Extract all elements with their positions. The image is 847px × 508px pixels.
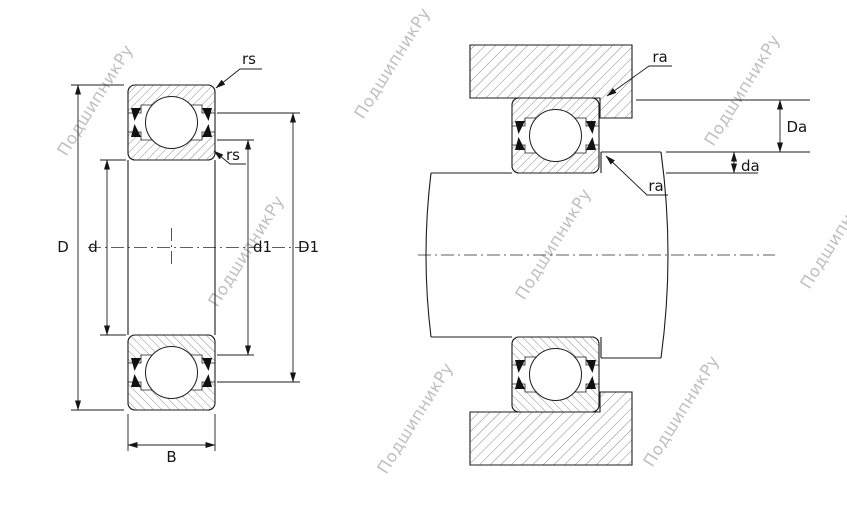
callout-rs-top: rs [215,50,262,89]
label-rs-inner: rs [226,146,240,164]
housing-bottom [469,391,633,466]
watermark-text: ПодшипникРу [351,4,435,122]
watermark-text: ПодшипникРу [374,359,458,477]
dim-da: da [731,151,760,175]
leader-line [213,150,246,165]
label-da: da [741,157,760,175]
housing-top [469,44,633,119]
label-D: D [57,238,69,256]
label-Da: Da [787,118,808,136]
dim-D: D [57,84,124,411]
label-D1: D1 [298,238,319,256]
watermark-text: ПодшипникРу [701,31,785,149]
shaft-right-break [660,151,669,359]
watermark-text: ПодшипникРу [797,174,847,292]
bearing-section-bottom [511,336,600,413]
shaft-left-break [425,172,432,338]
dim-d1: d1 [217,139,272,356]
label-d1: d1 [253,238,272,256]
left-view: D d d1 D1 B rs [57,50,319,466]
bearing-section-top [127,84,216,161]
leader-line [605,155,668,196]
bearing-section-bottom [127,334,216,411]
dim-Da: Da [777,99,808,153]
dim-B: B [127,414,216,466]
label-ra-shaft: ra [648,177,663,195]
label-B: B [166,448,176,466]
watermark-text: ПодшипникРу [205,192,289,310]
shaft [425,151,669,359]
callout-ra-shaft: ra [605,155,668,196]
label-d: d [88,238,98,256]
callout-ra-top: ra [606,48,672,97]
dim-D1: D1 [217,112,319,383]
bearing-section-top [511,97,600,174]
watermark-text: ПодшипникРу [54,41,138,159]
right-view: Da da ra ra [418,44,810,466]
dim-d: d [88,159,126,336]
watermark-text: ПодшипникРу [512,185,596,303]
leader-line [606,65,672,97]
watermark-text: ПодшипникРу [640,352,724,470]
label-ra-top: ra [652,48,667,66]
label-rs-top: rs [242,50,256,68]
callout-rs-inner: rs [213,146,246,165]
leader-line [215,68,262,89]
